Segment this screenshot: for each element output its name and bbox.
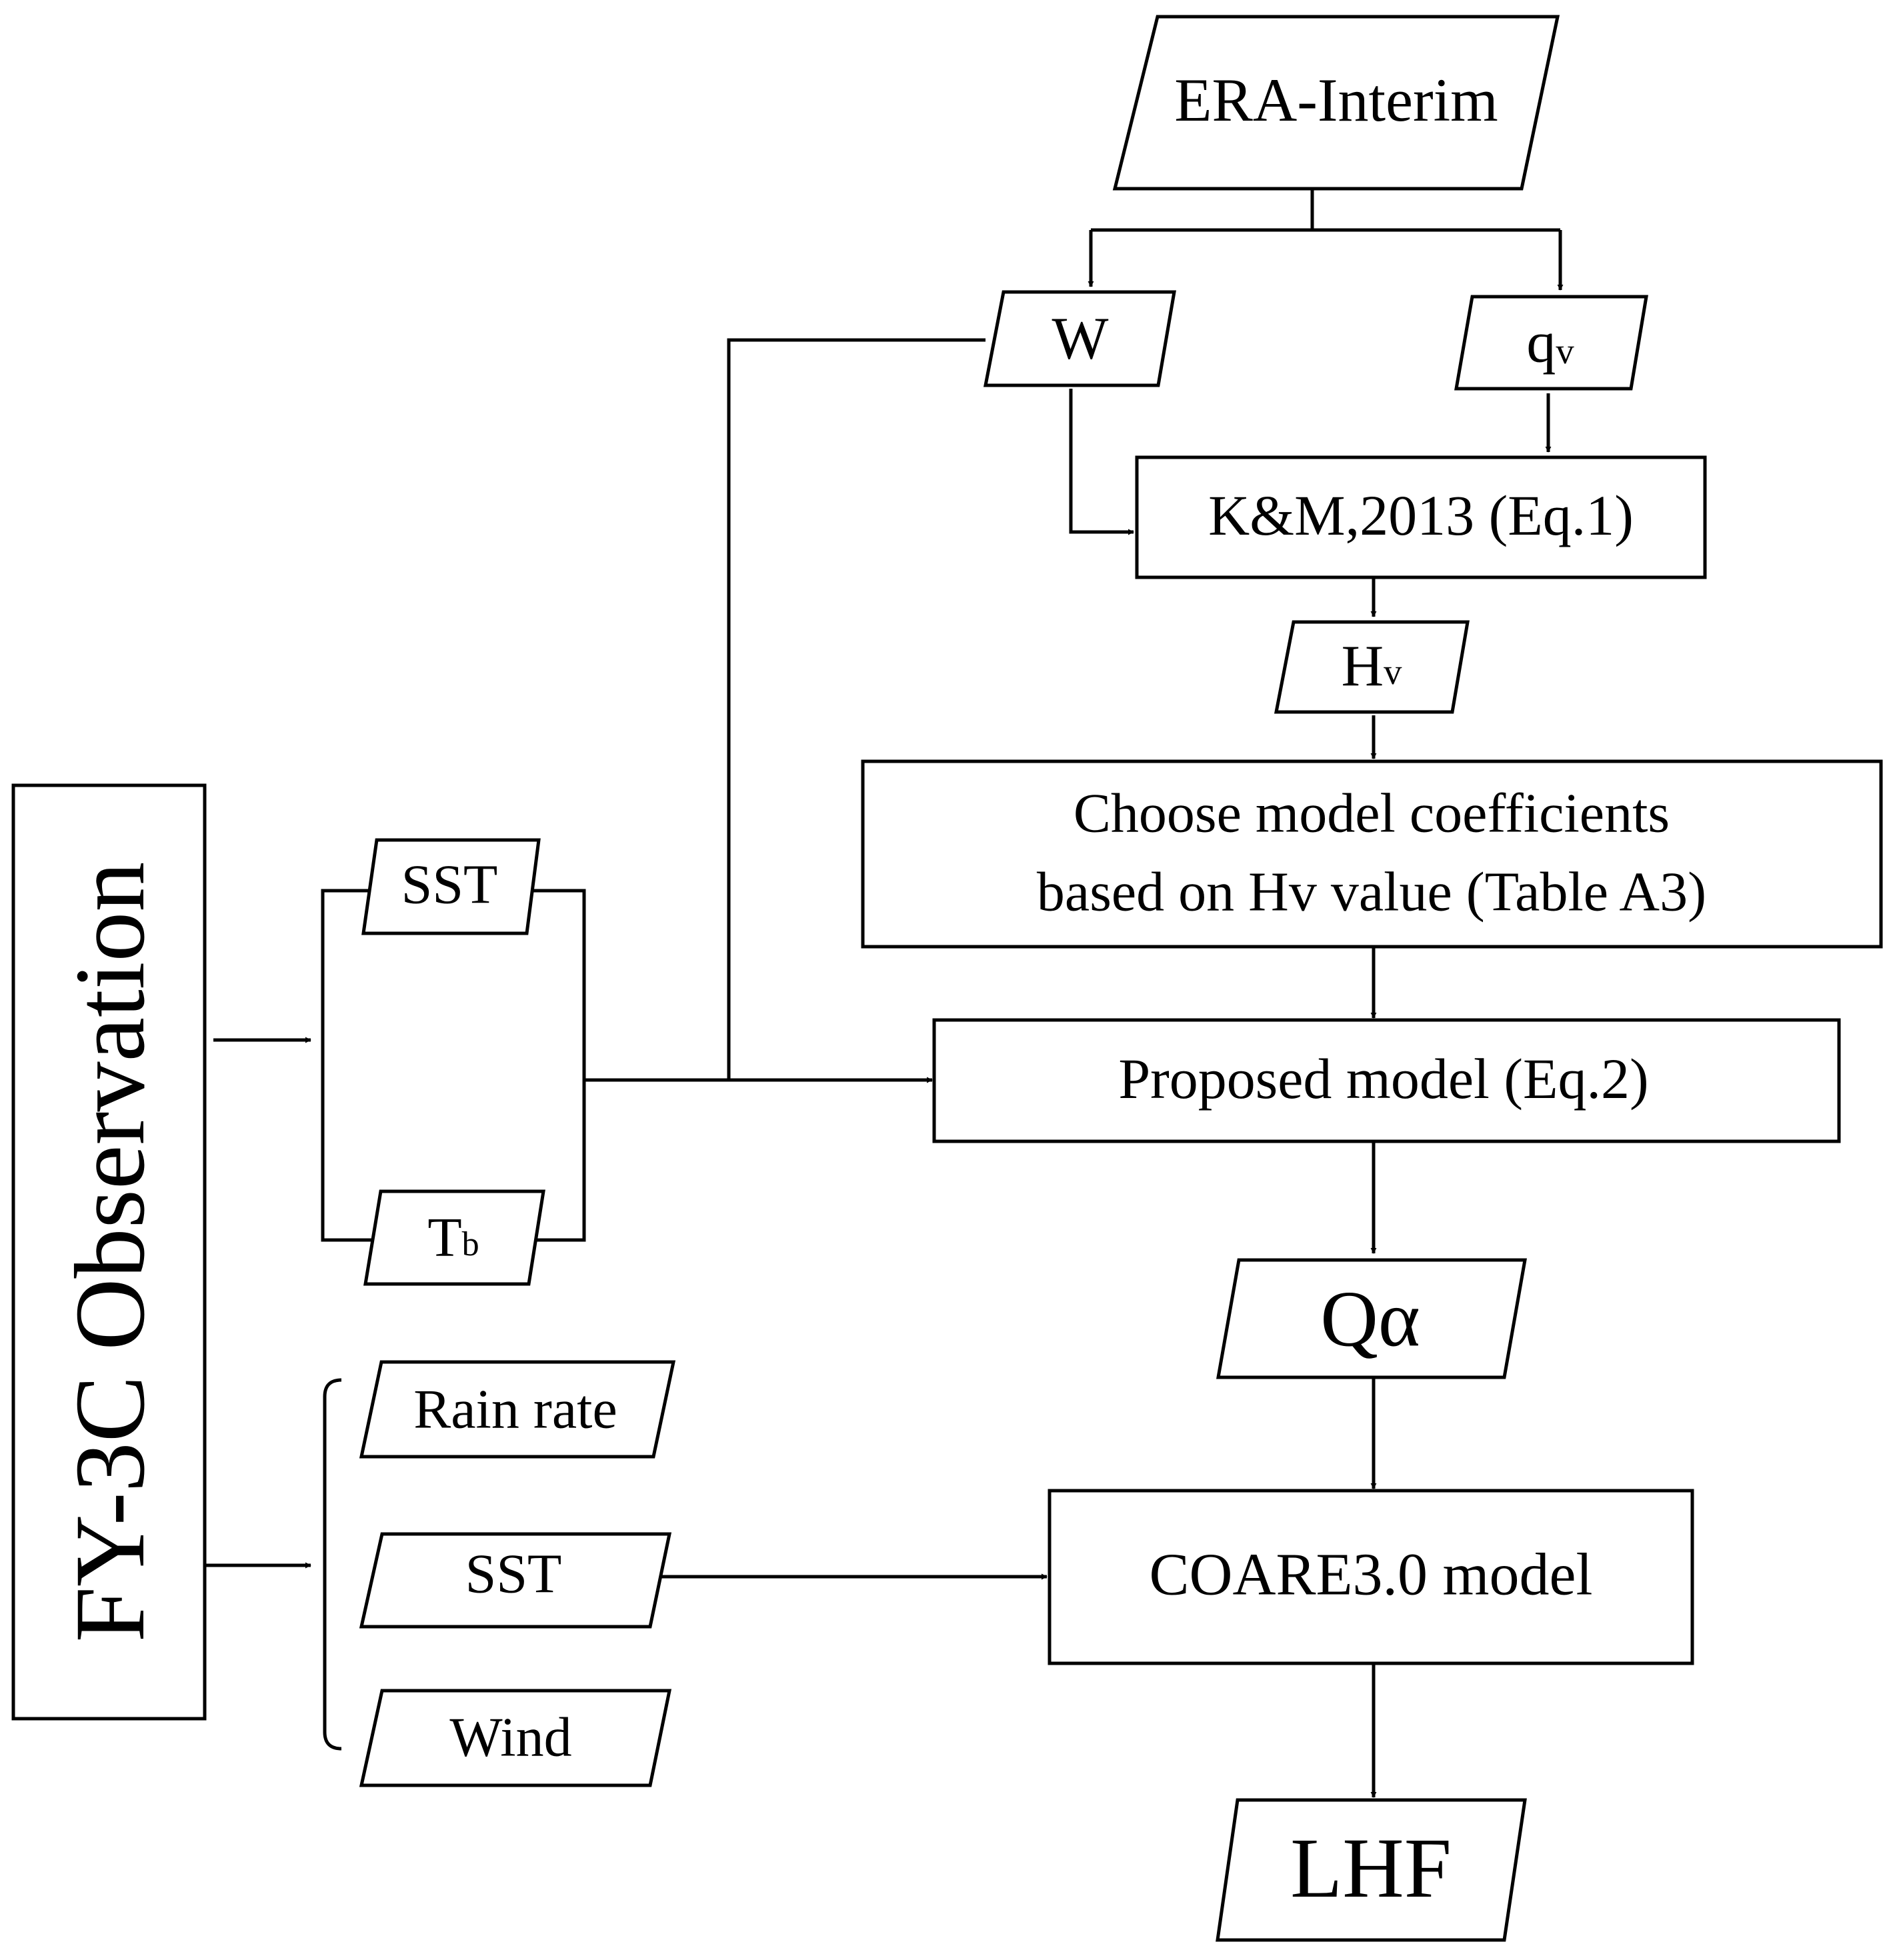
wind-label: Wind: [449, 1707, 571, 1769]
bracket-lower: [323, 1378, 342, 1751]
node-km2013: K&M,2013 (Eq.1): [1135, 455, 1707, 579]
node-wind: Wind: [359, 1689, 672, 1787]
tb-label: Tb: [427, 1207, 479, 1269]
node-proposed-model: Proposed model (Eq.2): [932, 1018, 1841, 1143]
node-lhf: LHF: [1216, 1798, 1527, 1942]
choose-coefficients-line2: based on Hv value (Table A3): [1037, 861, 1706, 923]
proposed-model-label: Proposed model (Eq.2): [1118, 1047, 1648, 1111]
fy3c-label: FY-3C Observation: [55, 862, 165, 1643]
node-w: W: [983, 290, 1176, 387]
sst-top-label: SST: [401, 854, 498, 916]
node-era-interim: ERA-Interim: [1112, 15, 1560, 191]
km2013-label: K&M,2013 (Eq.1): [1208, 483, 1634, 547]
node-qalpha: Qα: [1216, 1258, 1527, 1379]
connectors: [205, 190, 1564, 1798]
node-fy3c-observation: FY-3C Observation: [11, 783, 207, 1721]
node-coare: COARE3.0 model: [1048, 1489, 1694, 1665]
connector-w-to-km: [1069, 389, 1134, 535]
node-sst-bottom: SST: [359, 1532, 672, 1629]
lhf-label: LHF: [1290, 1821, 1452, 1915]
sst-bottom-label: SST: [465, 1543, 562, 1605]
w-label: W: [1052, 306, 1109, 372]
era-interim-label: ERA-Interim: [1174, 66, 1498, 134]
node-choose-coefficients: Choose model coefficients based on Hv va…: [861, 759, 1883, 949]
node-tb: Tb: [363, 1189, 545, 1286]
node-sst-top: SST: [361, 838, 541, 935]
qv-label: qv: [1526, 311, 1574, 375]
qalpha-label: Qα: [1320, 1275, 1420, 1363]
bracket-sst-tb-right: [527, 889, 586, 1242]
node-qv: qv: [1454, 295, 1648, 391]
choose-coefficients-line1: Choose model coefficients: [1074, 783, 1670, 845]
connector-w-to-junction: [727, 338, 986, 1080]
rain-rate-label: Rain rate: [413, 1379, 617, 1441]
node-rain-rate: Rain rate: [359, 1360, 676, 1459]
node-hv: Hv: [1274, 620, 1470, 714]
bracket-sst-tb: [321, 889, 377, 1242]
hv-label: Hv: [1342, 634, 1403, 699]
coare-label: COARE3.0 model: [1150, 1542, 1593, 1608]
